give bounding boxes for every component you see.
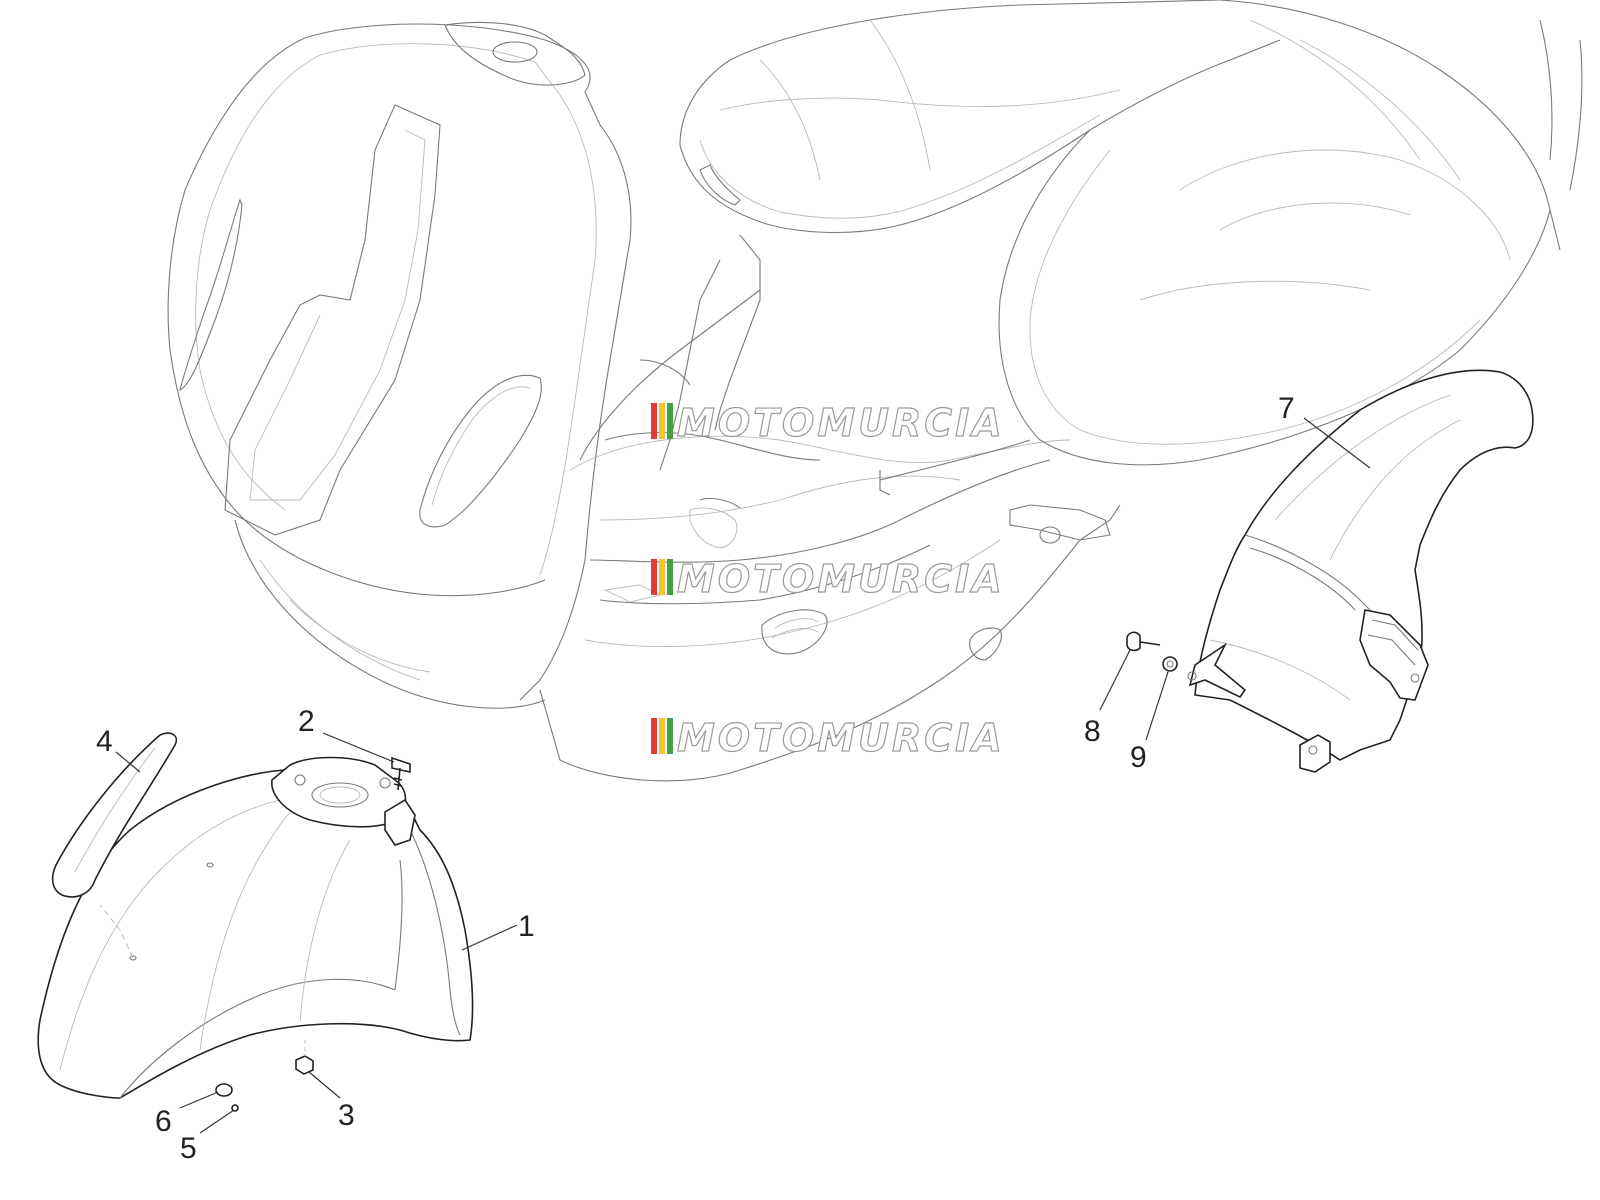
svg-text:MOTOMURCIA: MOTOMURCIA <box>677 401 1005 445</box>
rear-mudguard <box>1187 369 1534 773</box>
callout-5: 5 <box>180 1132 197 1165</box>
callout-6: 6 <box>155 1105 172 1138</box>
mudguard-trim <box>51 732 178 898</box>
watermark-middle: MOTOMURCIA <box>651 556 1005 602</box>
plug <box>215 1083 233 1097</box>
washer <box>1162 656 1178 672</box>
watermark-bottom: MOTOMURCIA <box>651 715 1005 761</box>
leader-lines <box>115 417 1371 1134</box>
callout-1: 1 <box>518 910 535 943</box>
nut <box>295 1040 314 1075</box>
svg-text:MOTOMURCIA: MOTOMURCIA <box>677 557 1005 601</box>
callout-9: 9 <box>1130 741 1147 774</box>
screw-small <box>231 1104 239 1112</box>
screw <box>391 756 411 791</box>
front-mudguard <box>37 756 474 1099</box>
callout-2: 2 <box>298 705 315 738</box>
bolt <box>1126 631 1161 652</box>
watermark-top: MOTOMURCIA <box>651 400 1005 446</box>
callout-3: 3 <box>338 1099 355 1132</box>
callout-7: 7 <box>1278 392 1295 425</box>
svg-text:MOTOMURCIA: MOTOMURCIA <box>677 716 1005 760</box>
callout-8: 8 <box>1084 715 1101 748</box>
callout-4: 4 <box>96 725 113 758</box>
